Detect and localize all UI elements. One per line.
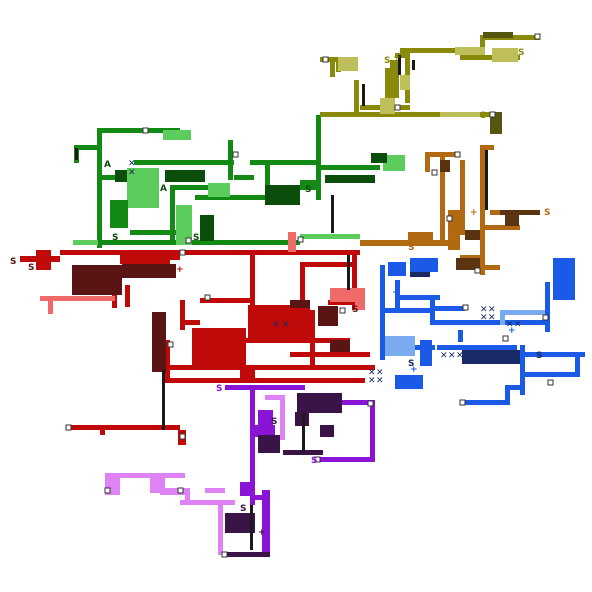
item-cross-icon: ✕ [464,351,472,361]
save-point-icon: S [536,351,542,361]
item-cross-icon: ✕ [488,305,496,315]
save-point-icon: S [311,456,317,466]
area-marker-icon: A [160,184,167,194]
item-plus-icon: + [508,326,516,336]
red-dark-rooms [72,264,350,372]
item-cross-icon: ✕ [368,368,376,378]
item-plus-icon: + [208,358,216,368]
region-purple [105,385,375,557]
purple-dark-rooms [222,393,342,557]
save-point-icon: S [28,263,34,273]
olive-light-rooms [338,47,518,117]
green-dark-rooms [115,153,387,241]
region-blue [380,258,585,405]
connector-shafts [75,55,488,550]
blue-dark-rooms [410,272,520,364]
item-cross-icon: ✕ [376,368,384,378]
olive-corridors [320,35,540,117]
save-point-icon: S [112,233,118,243]
region-olive [320,32,540,134]
save-point-icon: S [480,111,486,121]
item-cross-icon: ✕ [368,376,376,386]
item-cross-icon: ✕ [440,351,448,361]
save-point-icon: S [216,384,222,394]
save-point-icon: S [193,233,199,243]
save-point-icon: S [352,305,358,315]
save-point-markers: S S S S S S S S S S S S S S S S S [10,48,550,514]
item-plus-icon: + [470,208,478,218]
item-cross-icon: ✕ [480,305,488,315]
save-point-icon: S [305,185,311,195]
save-point-icon: S [10,257,16,267]
item-cross-icon: ✕ [282,320,290,330]
blue-rooms [395,258,575,389]
item-cross-markers: ✕✕✕✕✕✕✕✕✕✕✕✕✕✕✕✕✕✕ [128,159,522,386]
save-point-icon: S [240,504,246,514]
orange-dark-rooms [440,160,540,270]
item-cross-icon: ✕ [514,320,522,330]
purple-corridors [225,385,375,555]
item-cross-icon: ✕ [448,351,456,361]
save-point-icon: S [271,417,277,427]
red-light-rooms [40,232,365,314]
olive-dark-rooms [483,32,513,134]
item-cross-icon: ✕ [376,376,384,386]
item-plus-markers: + + + + + + + + [176,53,516,538]
item-cross-icon: ✕ [506,320,514,330]
item-cross-icon: ✕ [272,320,280,330]
item-cross-icon: ✕ [488,313,496,323]
purple-light-rooms [105,395,285,555]
region-green [73,115,405,248]
item-cross-icon: ✕ [480,313,488,323]
item-plus-icon: + [392,288,400,298]
item-cross-icon: ✕ [128,168,136,178]
red-rooms [120,250,310,382]
item-cross-icon: ✕ [456,351,464,361]
area-markers: AA [104,160,167,194]
save-point-icon: S [518,48,524,58]
blue-light-rooms [385,310,545,356]
save-point-icon: S [408,359,414,369]
area-marker-icon: A [104,160,111,170]
item-plus-icon: + [258,528,266,538]
item-cross-icon: ✕ [128,159,136,169]
green-light-rooms [73,130,405,245]
item-plus-icon: + [410,365,418,375]
region-red [20,232,375,445]
item-plus-icon: + [176,265,184,275]
doorway-nodes [65,33,554,558]
green-rooms [110,180,320,228]
green-corridors [74,115,380,248]
save-point-icon: S [408,243,414,253]
save-point-icon: S [384,56,390,66]
save-point-icon: S [544,208,550,218]
item-plus-icon: + [393,53,401,63]
